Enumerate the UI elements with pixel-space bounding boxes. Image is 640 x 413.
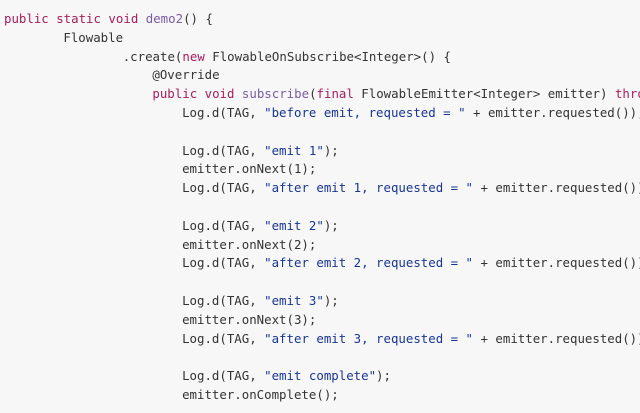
code-line: Log.d(TAG, "after emit 1, requested = " …	[182, 178, 640, 197]
code-token-plain: Log.d(TAG,	[182, 368, 265, 384]
code-token-plain: );	[323, 142, 339, 158]
code-token-plain: + emitter.requested());	[473, 330, 640, 346]
code-token-string: "before emit, requested = "	[264, 105, 466, 120]
code-token-plain: );	[376, 368, 391, 384]
code-line: emitter.onComplete();	[182, 385, 339, 404]
code-token-plain: Log.d(TAG,	[182, 105, 265, 120]
code-token-keyword: final	[316, 86, 354, 102]
code-token-plain: emitter.onNext(2);	[182, 236, 317, 252]
code-token-keyword: public static void	[4, 11, 146, 26]
code-line: emitter.onNext(2);	[182, 235, 316, 254]
code-token-annotation: @Override	[152, 67, 220, 83]
code-line: Log.d(TAG, "after emit 3, requested = " …	[182, 329, 640, 348]
code-token-plain: .create(	[122, 48, 183, 64]
code-token-plain: Log.d(TAG,	[182, 255, 265, 271]
code-line: Log.d(TAG, "emit 2");	[182, 216, 339, 235]
code-line: Log.d(TAG, "after emit 2, requested = " …	[182, 253, 640, 272]
code-token-plain: emitter.onNext(1);	[182, 161, 317, 177]
code-line: public void subscribe(final FlowableEmit…	[152, 84, 640, 103]
code-token-plain: Log.d(TAG,	[182, 293, 265, 308]
code-line: Log.d(TAG, "before emit, requested = " +…	[182, 103, 640, 122]
code-line: public static void demo2() {	[4, 9, 213, 28]
code-line: Flowable	[63, 28, 123, 47]
code-token-plain: Log.d(TAG,	[182, 142, 265, 158]
code-token-plain: );	[323, 217, 339, 233]
code-token-string: "emit 1"	[264, 142, 324, 158]
code-token-keyword: new	[182, 48, 205, 64]
code-line: emitter.onNext(1);	[182, 159, 316, 178]
code-token-plain: FlowableEmitter<Integer> emitter)	[353, 86, 615, 102]
code-token-plain: + emitter.requested());	[465, 105, 640, 120]
code-token-plain: + emitter.requested())	[473, 255, 640, 271]
code-token-string: "after emit 2, requested = "	[264, 255, 474, 271]
code-line: Log.d(TAG, "emit 1");	[182, 141, 339, 160]
code-token-string: "emit 2"	[264, 217, 324, 233]
code-token-string: "emit complete"	[264, 368, 377, 384]
code-token-plain: emitter.onNext(3);	[182, 311, 317, 327]
code-line: .create(new FlowableOnSubscribe<Integer>…	[123, 47, 451, 66]
code-token-plain: Log.d(TAG,	[182, 217, 265, 233]
code-token-keyword: throw	[614, 86, 640, 102]
code-token-plain: Flowable	[63, 29, 124, 45]
code-token-string: "after emit 3, requested = "	[264, 330, 474, 346]
code-token-plain: (	[309, 86, 317, 102]
code-token-plain: emitter.onComplete();	[182, 387, 339, 402]
code-token-function: demo2	[145, 11, 184, 26]
code-token-plain: + emitter.requested())	[473, 180, 640, 196]
code-token-keyword: public void	[152, 86, 242, 102]
code-line: @Override	[152, 65, 219, 84]
code-token-plain: () {	[183, 11, 213, 26]
code-line: Log.d(TAG, "emit complete");	[182, 366, 391, 385]
code-token-function: subscribe	[241, 86, 310, 102]
code-line: Log.d(TAG, "emit 3");	[182, 291, 339, 310]
code-token-plain: Log.d(TAG,	[182, 180, 265, 196]
code-token-string: "after emit 1, requested = "	[264, 180, 474, 196]
code-line: emitter.onNext(3);	[182, 310, 316, 329]
code-token-plain: FlowableOnSubscribe<Integer>() {	[204, 48, 451, 64]
code-token-plain: );	[323, 293, 339, 308]
code-token-plain: Log.d(TAG,	[182, 330, 265, 346]
code-token-string: "emit 3"	[264, 293, 324, 308]
